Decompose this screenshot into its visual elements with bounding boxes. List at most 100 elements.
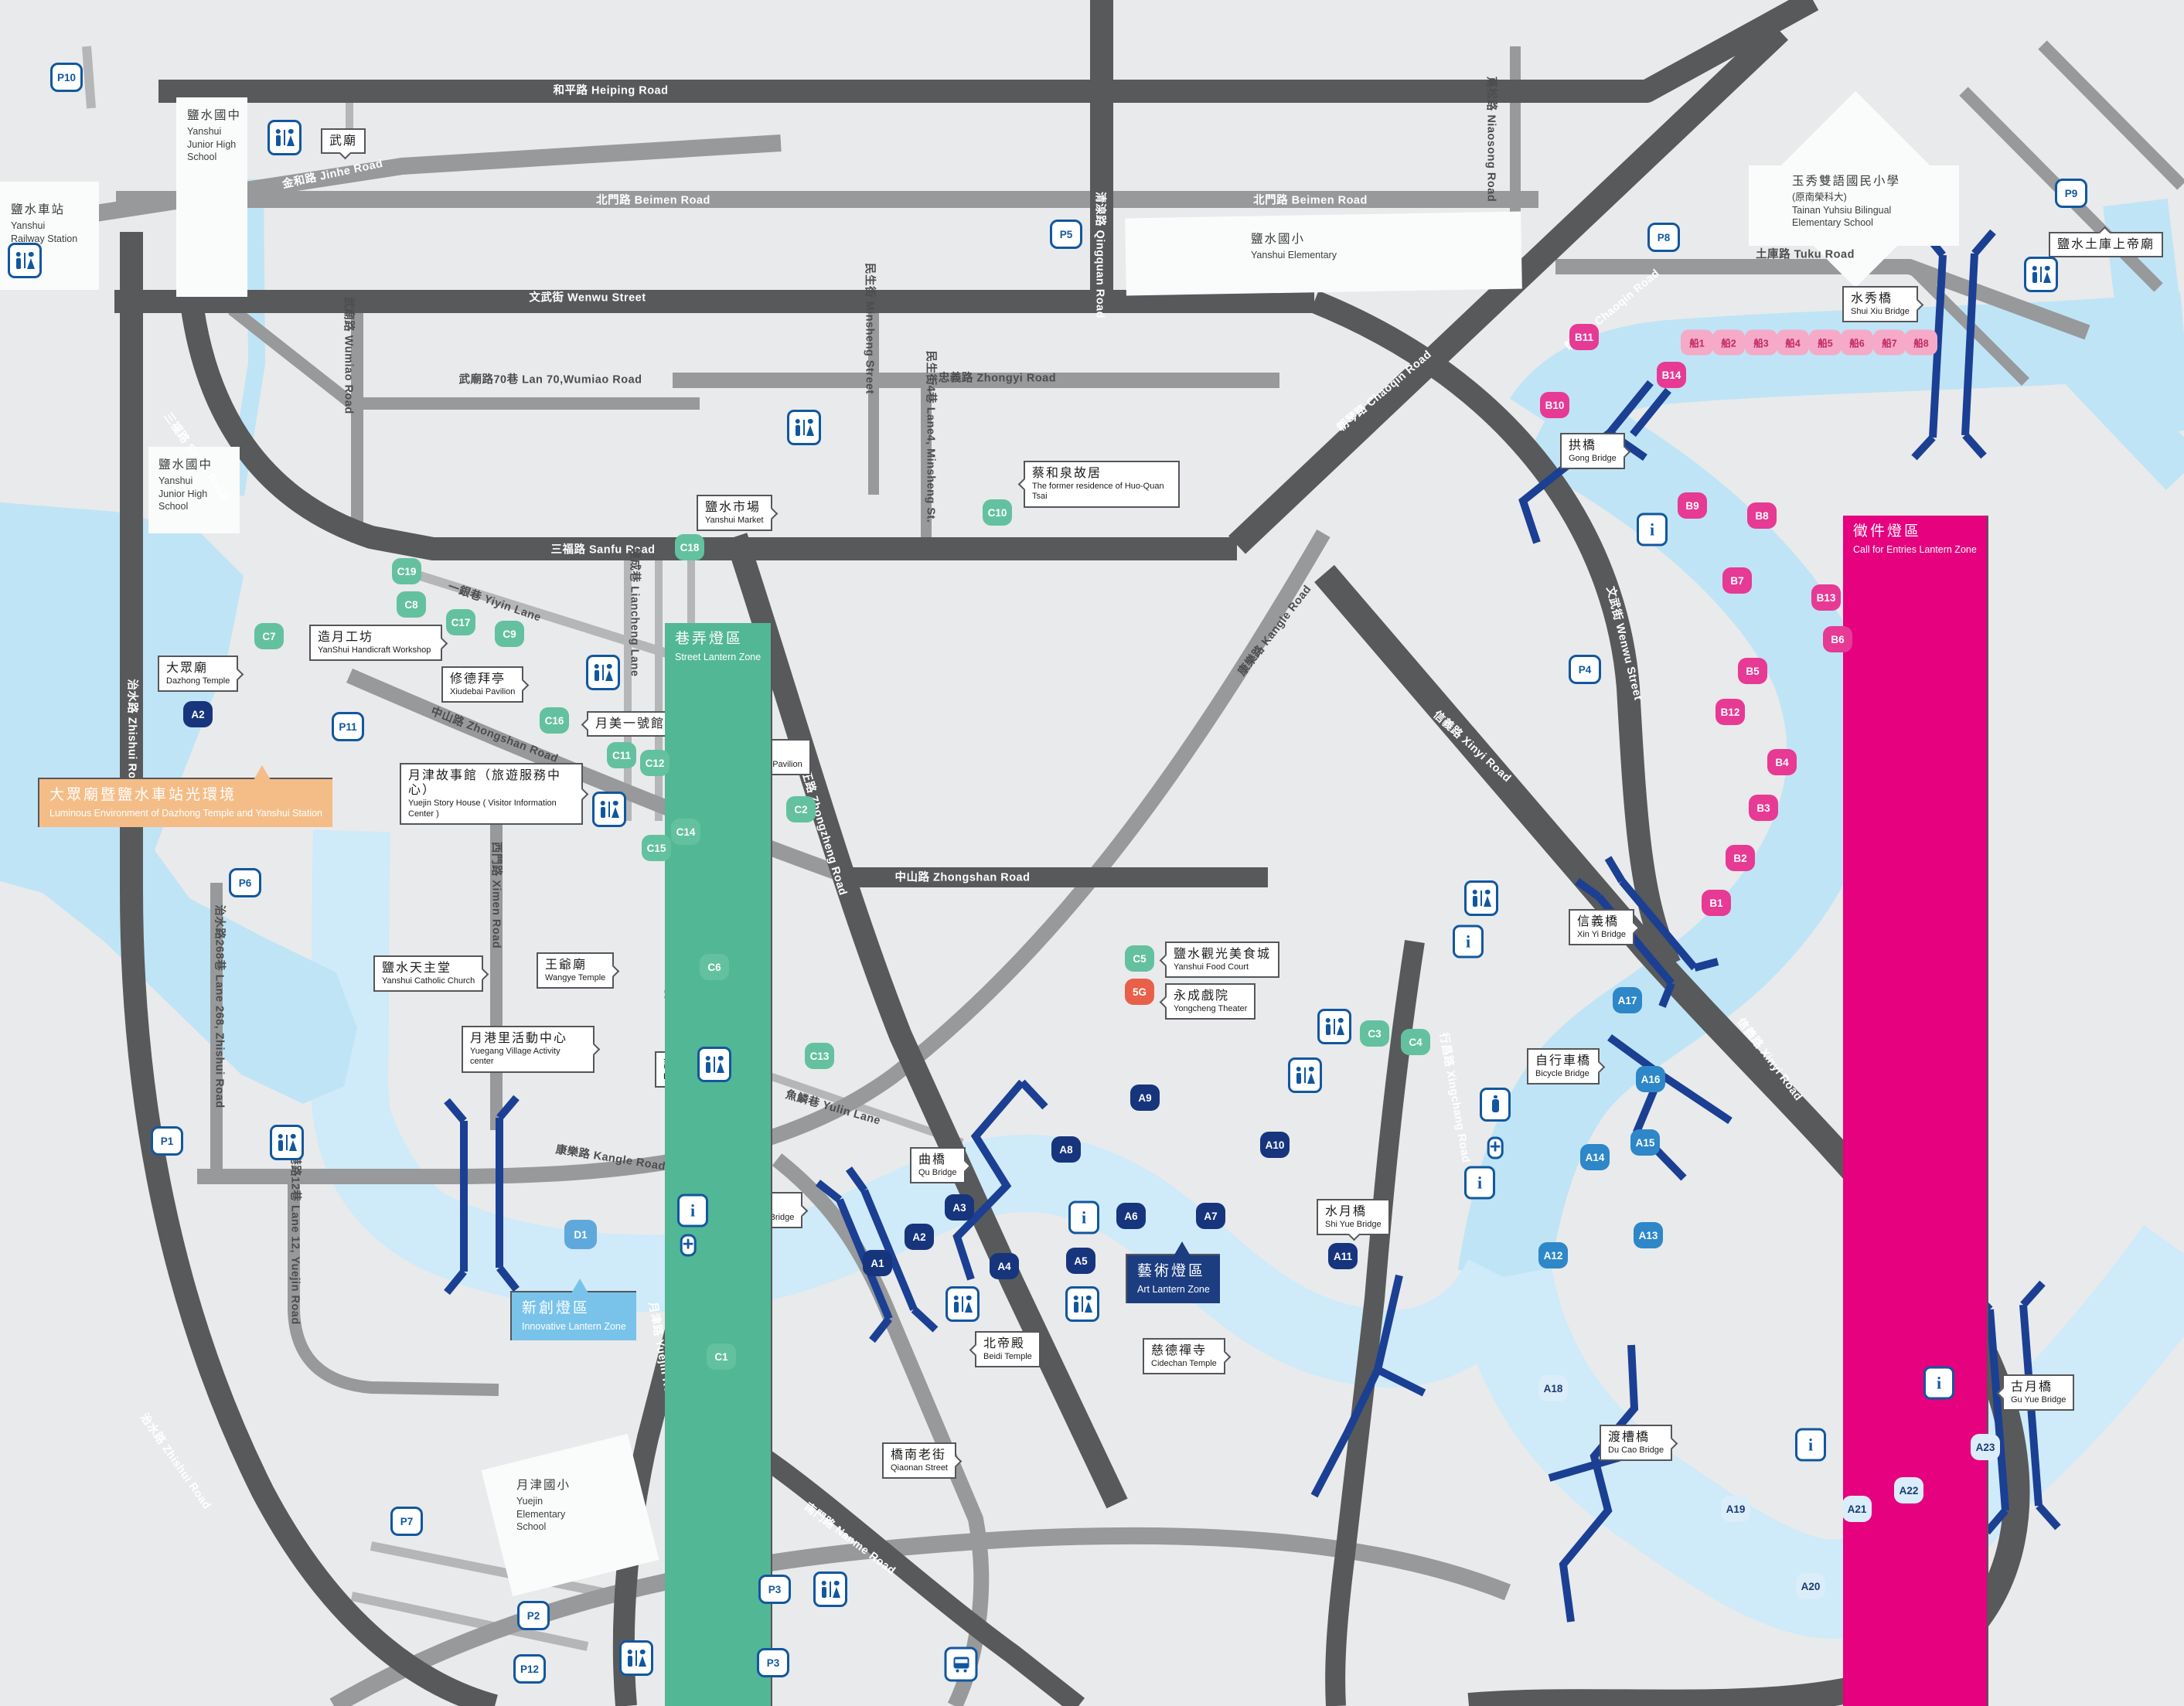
marker-b13[interactable]: B13 xyxy=(1811,584,1841,611)
marker-c11[interactable]: C11 xyxy=(607,742,636,768)
toilet-icon[interactable] xyxy=(592,792,626,827)
marker-a5[interactable]: A5 xyxy=(1066,1248,1095,1274)
marker-b1[interactable]: B1 xyxy=(1702,890,1731,916)
marker-c12[interactable]: C12 xyxy=(640,750,670,776)
marker-c3[interactable]: C3 xyxy=(1360,1020,1389,1047)
toilet-icon[interactable] xyxy=(8,243,42,278)
bus-icon[interactable] xyxy=(944,1646,978,1682)
marker-p8[interactable]: P8 xyxy=(1647,223,1680,252)
marker-p6[interactable]: P6 xyxy=(229,868,261,897)
toilet-icon[interactable] xyxy=(270,1125,304,1160)
marker-a1[interactable]: A1 xyxy=(863,1250,892,1276)
marker-c19[interactable]: C19 xyxy=(392,558,421,584)
marker-b6[interactable]: B6 xyxy=(1823,626,1852,652)
info-icon[interactable]: i xyxy=(1795,1428,1826,1462)
callout-zh-0[interactable]: 武廟 xyxy=(321,128,366,160)
marker-boat-7[interactable]: 船7 xyxy=(1873,329,1906,356)
marker-a3[interactable]: A3 xyxy=(945,1194,974,1221)
marker-a12[interactable]: A12 xyxy=(1538,1242,1568,1268)
marker-b10[interactable]: B10 xyxy=(1540,392,1569,418)
marker-p9[interactable]: P9 xyxy=(2055,179,2087,208)
marker-p7[interactable]: P7 xyxy=(390,1507,423,1536)
callout-zh-1[interactable]: 鹽水土庫上帝廟 xyxy=(2049,226,2164,258)
marker-b2[interactable]: B2 xyxy=(1726,845,1755,871)
toilet-icon[interactable] xyxy=(697,1047,731,1082)
toilet-icon[interactable] xyxy=(619,1640,653,1676)
marker-boat-8[interactable]: 船8 xyxy=(1905,329,1937,356)
marker-d1[interactable]: D1 xyxy=(564,1220,597,1249)
marker-boat-1[interactable]: 船1 xyxy=(1681,329,1713,356)
callout-zh-9[interactable]: 月美一號館 xyxy=(581,711,674,737)
marker-p10[interactable]: P10 xyxy=(50,63,83,92)
marker-c10[interactable]: C10 xyxy=(983,499,1012,526)
marker-a9[interactable]: A9 xyxy=(1130,1085,1160,1111)
callout-yuejin-story-house-visitor-information-center[interactable]: 月津故事館（旅遊服務中心）Yuejin Story House ( Visito… xyxy=(400,763,589,825)
marker-c14[interactable]: C14 xyxy=(671,819,700,845)
marker-c16[interactable]: C16 xyxy=(540,707,569,734)
marker-a8[interactable]: A8 xyxy=(1051,1136,1081,1163)
marker-p2[interactable]: P2 xyxy=(517,1601,550,1630)
marker-c4[interactable]: C4 xyxy=(1401,1029,1430,1055)
marker-c13[interactable]: C13 xyxy=(805,1043,834,1069)
marker-c7[interactable]: C7 xyxy=(254,623,284,649)
marker-a17[interactable]: A17 xyxy=(1613,987,1642,1013)
marker-c8[interactable]: C8 xyxy=(397,591,426,618)
marker-p12[interactable]: P12 xyxy=(513,1654,546,1684)
marker-a10[interactable]: A10 xyxy=(1260,1132,1290,1158)
marker-a7[interactable]: A7 xyxy=(1196,1203,1225,1229)
marker-a6[interactable]: A6 xyxy=(1116,1203,1146,1229)
marker-p11[interactable]: P11 xyxy=(332,712,364,741)
marker-boat-2[interactable]: 船2 xyxy=(1712,329,1745,356)
marker-a15[interactable]: A15 xyxy=(1630,1129,1660,1156)
marker-c15[interactable]: C15 xyxy=(642,835,671,861)
marker-boat-6[interactable]: 船6 xyxy=(1841,329,1873,356)
marker-b14[interactable]: B14 xyxy=(1657,362,1686,388)
marker-a2[interactable]: A2 xyxy=(183,701,213,727)
marker-b8[interactable]: B8 xyxy=(1747,502,1777,529)
info-icon[interactable]: i xyxy=(677,1194,708,1228)
info-icon[interactable]: i xyxy=(1923,1366,1954,1400)
marker-a20[interactable]: A20 xyxy=(1796,1573,1825,1599)
first-aid-icon[interactable]: + xyxy=(1487,1136,1504,1159)
marker-5g[interactable]: 5G xyxy=(1125,979,1154,1005)
marker-c18[interactable]: C18 xyxy=(675,534,704,560)
toilet-icon[interactable] xyxy=(1317,1009,1351,1044)
toilet-icon[interactable] xyxy=(945,1286,980,1322)
first-aid-icon[interactable]: + xyxy=(680,1234,697,1257)
marker-b3[interactable]: B3 xyxy=(1749,795,1778,821)
marker-c5[interactable]: C5 xyxy=(1125,945,1154,972)
marker-b4[interactable]: B4 xyxy=(1767,749,1797,775)
marker-boat-4[interactable]: 船4 xyxy=(1777,329,1809,356)
marker-c17[interactable]: C17 xyxy=(446,609,475,635)
marker-a2[interactable]: A2 xyxy=(905,1224,934,1250)
marker-p4[interactable]: P4 xyxy=(1569,655,1601,684)
marker-a4[interactable]: A4 xyxy=(990,1253,1019,1279)
toilet-icon[interactable] xyxy=(813,1571,847,1607)
info-icon[interactable]: i xyxy=(1068,1200,1099,1234)
marker-c6[interactable]: C6 xyxy=(700,954,729,980)
marker-boat-3[interactable]: 船3 xyxy=(1745,329,1777,356)
nursing-icon[interactable] xyxy=(1480,1088,1511,1122)
marker-b12[interactable]: B12 xyxy=(1716,699,1745,725)
marker-c2[interactable]: C2 xyxy=(786,796,816,822)
marker-b7[interactable]: B7 xyxy=(1722,567,1752,594)
